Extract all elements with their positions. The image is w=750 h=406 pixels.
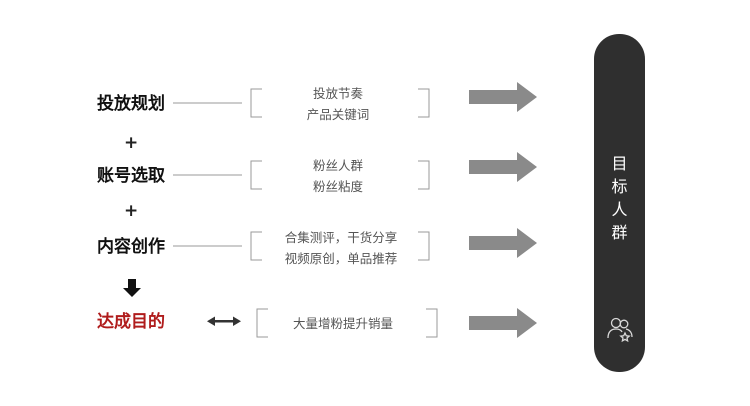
goal-desc: 大量增粉提升销量 (292, 316, 393, 331)
arrow-right-icon (469, 228, 537, 258)
step-label-account: 账号选取 (97, 166, 165, 186)
plus-sign: + (124, 133, 139, 153)
plus-sign: + (124, 201, 139, 221)
arrow-right-icon (469, 82, 537, 112)
goal-label: 达成目的 (97, 312, 165, 332)
desc-line: 合集测评，干货分享 (284, 230, 398, 245)
arrow-right-icon (469, 152, 537, 182)
right-bracket (418, 88, 430, 118)
step-label-planning: 投放规划 (97, 94, 165, 114)
desc-line: 产品关键词 (306, 107, 370, 122)
right-bracket (426, 308, 438, 338)
desc-line: 粉丝粘度 (312, 179, 363, 194)
step-label-content: 内容创作 (97, 237, 165, 257)
target-char: 人 (611, 200, 628, 219)
left-bracket (250, 231, 262, 261)
target-char: 标 (611, 177, 628, 196)
arrow-right-icon (469, 308, 537, 338)
double-arrow-icon (207, 316, 241, 326)
left-bracket (256, 308, 268, 338)
target-audience-bar (594, 34, 645, 372)
right-bracket (418, 160, 430, 190)
desc-line: 投放节奏 (312, 86, 363, 101)
step-desc-content: 合集测评，干货分享 视频原创，单品推荐 (266, 227, 416, 269)
left-bracket (250, 160, 262, 190)
right-bracket (418, 231, 430, 261)
target-char: 群 (611, 223, 628, 242)
users-icon (607, 317, 633, 343)
step-desc-planning: 投放节奏 产品关键词 (268, 83, 408, 125)
step-desc-account: 粉丝人群 粉丝粘度 (268, 155, 408, 197)
left-bracket (250, 88, 262, 118)
desc-line: 视频原创，单品推荐 (284, 251, 398, 266)
target-char: 目 (611, 154, 628, 173)
target-audience-label: 目 标 人 群 (594, 152, 645, 244)
desc-line: 粉丝人群 (312, 158, 363, 173)
arrow-down-icon (123, 279, 141, 297)
